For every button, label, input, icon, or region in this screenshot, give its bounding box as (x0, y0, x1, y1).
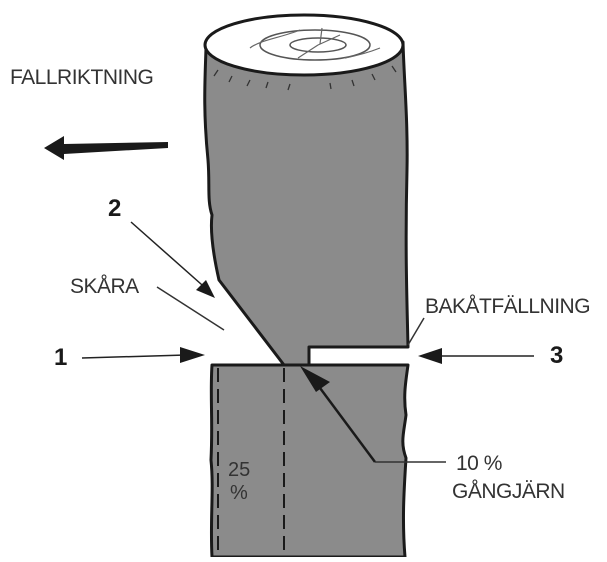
marker-3: 3 (550, 342, 564, 369)
marker-3-arrowhead (418, 348, 442, 364)
notch-leader-line (156, 286, 225, 331)
trunk-top-face (203, 13, 405, 77)
back-cut-label: BAKÅTFÄLLNING (425, 295, 591, 318)
marker-1-arrowhead (180, 347, 205, 363)
marker-2-arrowhead (196, 280, 215, 298)
marker-2-leader (130, 221, 211, 293)
marker-1-leader (81, 354, 187, 359)
marker-2: 2 (108, 195, 122, 222)
bark-texture (213, 65, 397, 91)
hinge-label: GÅNGJÄRN (452, 480, 565, 503)
fall-direction-label: FALLRIKTNING (10, 66, 154, 89)
notch-depth-unit: % (230, 482, 248, 504)
top-face-cracks (249, 27, 381, 59)
growth-ring-outer (259, 29, 371, 61)
lower-trunk (209, 363, 410, 559)
notch-depth-value: 25 (228, 459, 251, 481)
notch-label: SKÅRA (70, 275, 139, 298)
growth-ring-inner (289, 37, 347, 53)
hinge-leader-shaft (318, 387, 377, 463)
upper-trunk (203, 40, 410, 367)
hinge-arrowhead (300, 366, 330, 392)
fall-direction-arrow (44, 136, 168, 160)
marker-1: 1 (54, 344, 68, 371)
hinge-percent-label: 10 % (456, 452, 502, 475)
back-cut-leader-line (407, 317, 425, 346)
